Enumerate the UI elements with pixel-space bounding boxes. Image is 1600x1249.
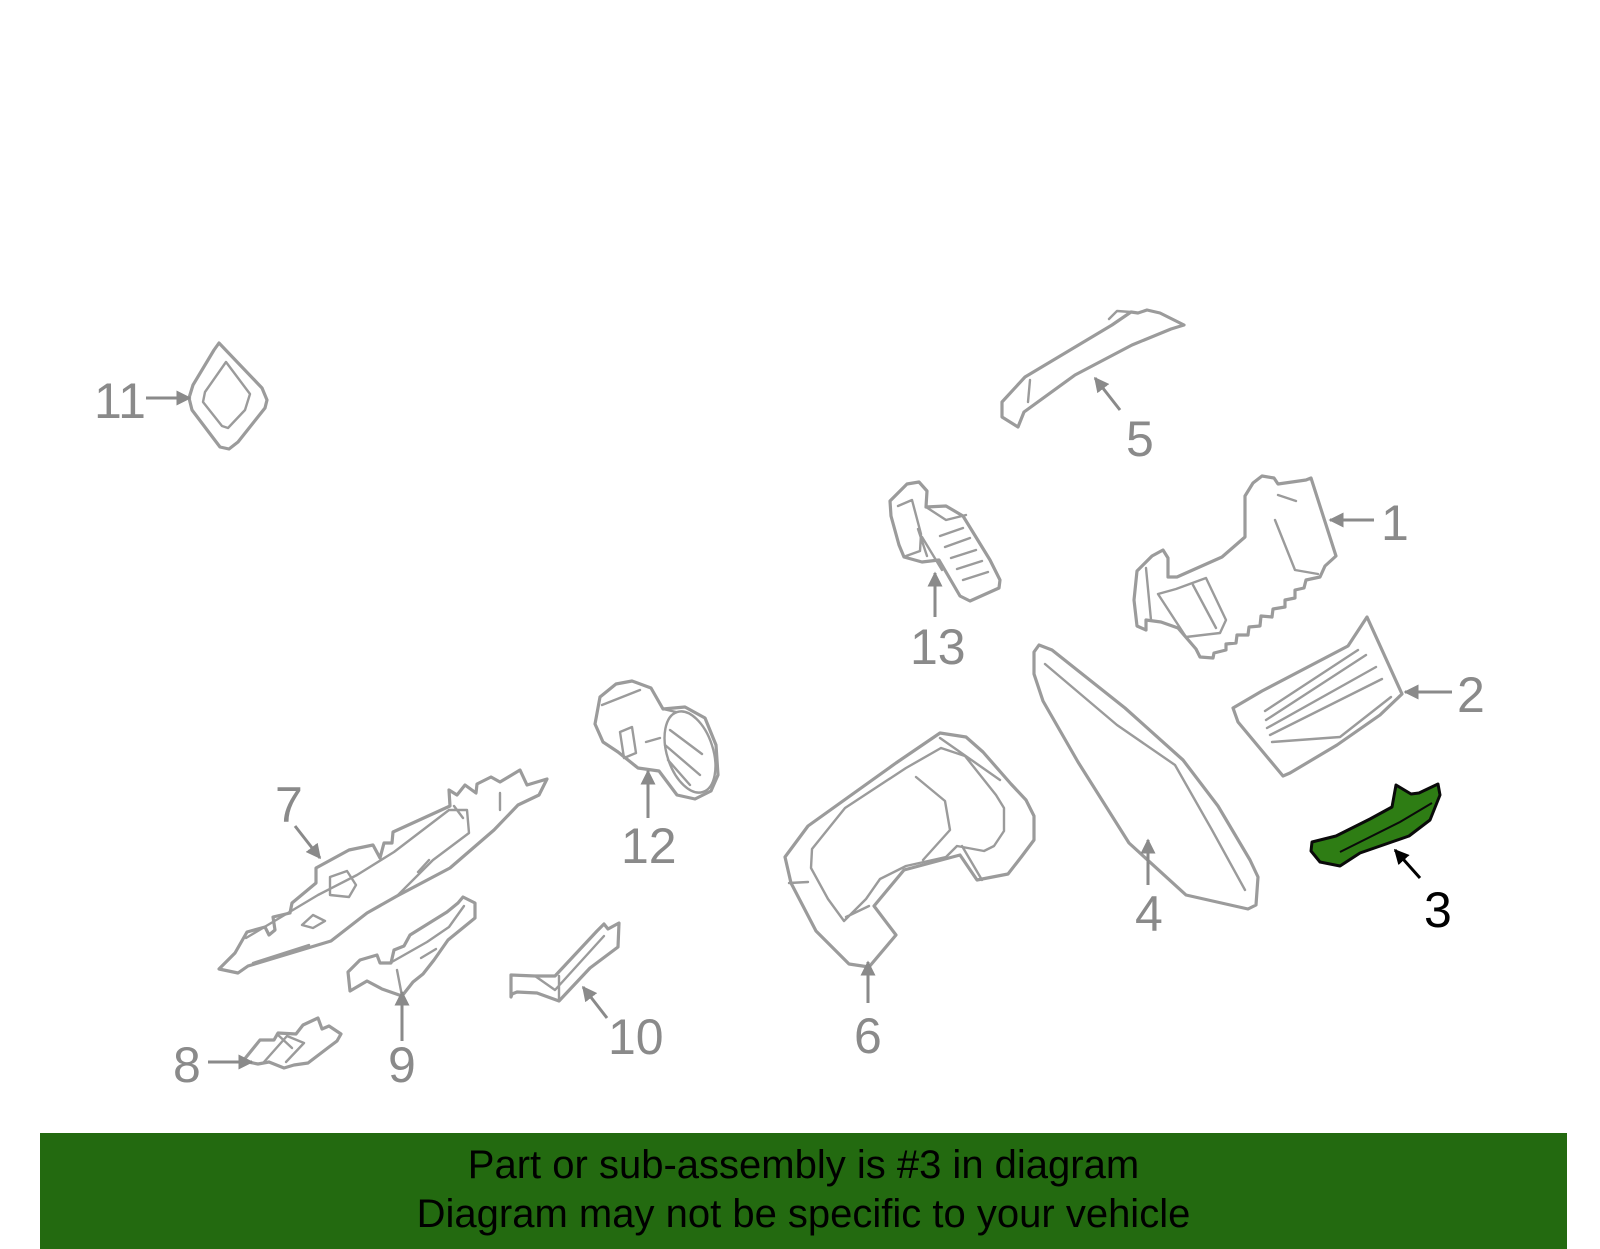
banner-line-disclaimer: Diagram may not be specific to your vehi… (416, 1192, 1191, 1236)
part-10[interactable]: 10 (509, 921, 664, 1065)
part-13[interactable]: 13 (888, 480, 1002, 675)
callout-5: 5 (1126, 411, 1154, 467)
part-4[interactable]: 4 (1032, 643, 1260, 942)
part-11[interactable]: 11 (94, 341, 269, 451)
part-1[interactable]: 1 (1132, 474, 1409, 660)
part-6[interactable]: 6 (783, 731, 1036, 1064)
part-12[interactable]: 12 (593, 679, 725, 874)
callout-13: 13 (910, 619, 966, 675)
callout-6: 6 (854, 1008, 882, 1064)
callout-4: 4 (1135, 886, 1163, 942)
part-7[interactable]: 7 (217, 768, 549, 975)
callout-11: 11 (94, 373, 146, 429)
callout-8: 8 (173, 1037, 201, 1093)
part-5[interactable]: 5 (1000, 308, 1186, 467)
info-banner: Part or sub-assembly is #3 in diagram Di… (40, 1133, 1567, 1249)
part-2[interactable]: 2 (1231, 615, 1485, 778)
callout-1: 1 (1381, 495, 1409, 551)
callout-9: 9 (388, 1037, 416, 1093)
callout-12: 12 (621, 818, 677, 874)
part-3[interactable]: 3 (1309, 782, 1452, 938)
callout-2: 2 (1457, 667, 1485, 723)
part-8[interactable]: 8 (173, 1016, 343, 1093)
banner-line-part: Part or sub-assembly is #3 in diagram (467, 1143, 1140, 1187)
callout-3: 3 (1424, 882, 1452, 938)
callout-7: 7 (275, 777, 303, 833)
part-9[interactable]: 9 (346, 895, 477, 1093)
callout-10: 10 (608, 1009, 664, 1065)
